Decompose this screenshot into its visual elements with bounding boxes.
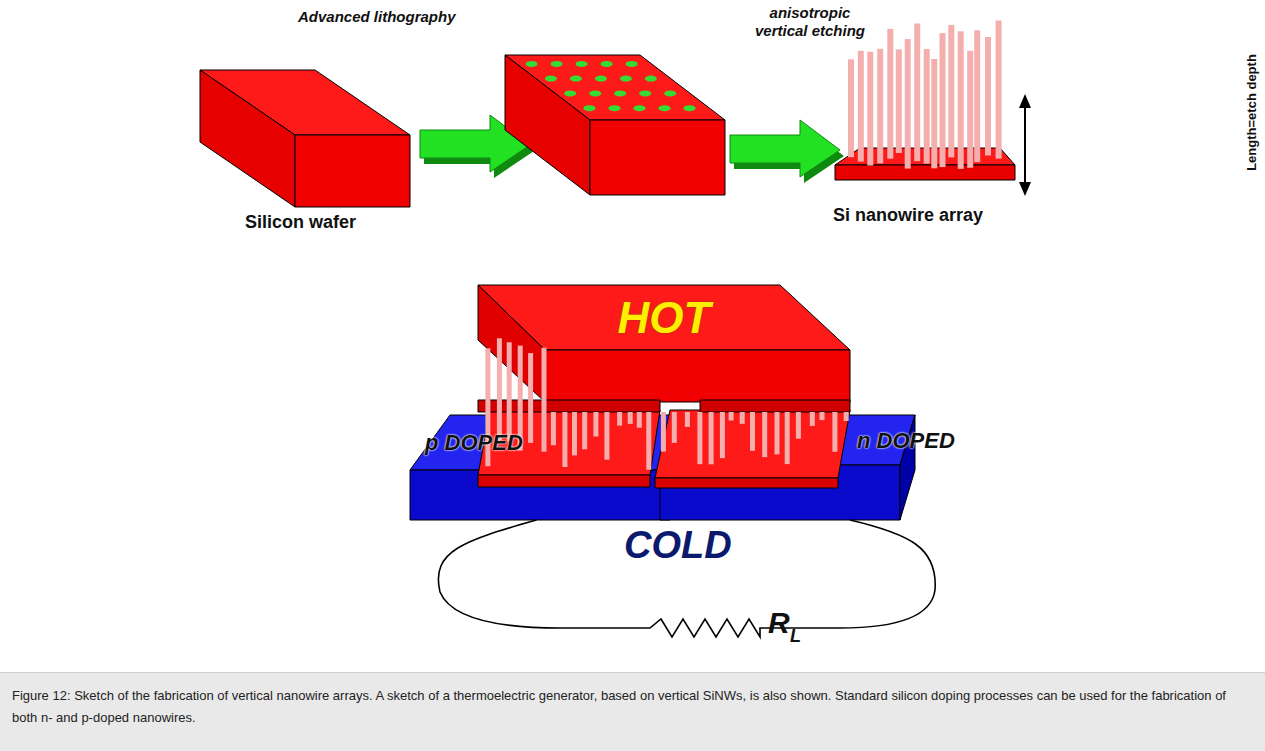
- nanowire: [572, 412, 577, 455]
- nanowire: [709, 412, 714, 464]
- nanowire: [940, 33, 946, 167]
- nanowire: [848, 59, 854, 157]
- nanowires: [485, 338, 848, 470]
- nanowire: [720, 412, 725, 458]
- lithography-dot: [639, 90, 651, 96]
- text-label: Advanced lithography: [298, 8, 456, 25]
- nanowire: [542, 348, 547, 452]
- lithography-dot: [614, 90, 626, 96]
- text-label: anisotropic vertical etching: [745, 4, 875, 40]
- nanowires: [848, 21, 1002, 169]
- text-label: L: [790, 626, 801, 647]
- lithography-dot: [620, 76, 632, 82]
- lithography-dot: [634, 105, 646, 111]
- nanowire: [775, 412, 780, 454]
- nanowire: [604, 412, 609, 460]
- nanowire: [750, 412, 755, 451]
- nanowire: [785, 412, 790, 464]
- caption-text: Figure 12: Sketch of the fabrication of …: [12, 685, 1253, 729]
- nanowire: [905, 39, 911, 169]
- nanowire: [796, 412, 801, 439]
- nanowire: [729, 412, 734, 421]
- lithography-dot: [684, 105, 696, 111]
- lithography-dot: [645, 76, 657, 82]
- nanowire: [582, 412, 587, 449]
- silicon-wafer: [200, 70, 410, 207]
- nanowire: [931, 59, 937, 168]
- lithography-dot: [664, 90, 676, 96]
- lithography-dot: [609, 105, 621, 111]
- hot-plate-box: HOT: [478, 285, 850, 412]
- lithography-dot: [601, 61, 613, 67]
- nanowire: [551, 412, 556, 445]
- lithography-dot: [570, 76, 582, 82]
- nanowire: [528, 353, 533, 443]
- text-label: R: [768, 606, 790, 640]
- length-arrow: [1019, 94, 1031, 196]
- text-label: Si nanowire array: [833, 205, 983, 226]
- lithography-dot: [584, 105, 596, 111]
- nanowire: [685, 412, 690, 427]
- nanowire: [914, 24, 920, 162]
- nanowire: [967, 51, 973, 168]
- nanowire-base: [478, 410, 850, 488]
- lithography-dot: [595, 76, 607, 82]
- n-doped-box: n DOPED: [645, 415, 975, 520]
- nanowire: [740, 412, 745, 424]
- node-label: HOT: [618, 293, 711, 343]
- nanowire: [877, 49, 883, 164]
- text-label: Silicon wafer: [245, 212, 356, 233]
- nanowire: [867, 52, 873, 166]
- node-label: n DOPED: [857, 428, 955, 454]
- nanowire: [948, 25, 954, 158]
- lithography-dot: [626, 61, 638, 67]
- lithography-dot: [545, 76, 557, 82]
- nanowire: [646, 412, 651, 470]
- dimension-label: Length=etch depth: [1243, 54, 1258, 171]
- lithography-dot: [564, 90, 576, 96]
- nanowire: [628, 412, 633, 424]
- lithography-dot: [589, 90, 601, 96]
- nanowire: [996, 21, 1002, 159]
- nanowire: [974, 30, 980, 162]
- node-label: p DOPED: [425, 430, 523, 456]
- nanowire: [844, 412, 849, 421]
- nanowire: [858, 51, 864, 162]
- nanowire: [661, 412, 666, 452]
- nanowire: [896, 49, 902, 153]
- hot-plate: [478, 285, 850, 412]
- nanowire: [697, 412, 702, 464]
- caption-band: Figure 12: Sketch of the fabrication of …: [0, 672, 1265, 751]
- lithography-dot: [576, 61, 588, 67]
- text-label: COLD: [624, 524, 732, 567]
- nanowire: [985, 37, 991, 156]
- process-arrow: [730, 120, 844, 183]
- wire-loop: [438, 520, 935, 637]
- nanowire: [887, 29, 893, 159]
- p-doped-box: p DOPED: [410, 415, 640, 520]
- lithography-dot: [551, 61, 563, 67]
- nanowire: [810, 412, 815, 426]
- nanowire: [593, 412, 598, 437]
- nanowire: [507, 342, 512, 441]
- patterned-wafer: [505, 55, 725, 195]
- nanowire: [672, 412, 677, 443]
- nanowire: [617, 412, 622, 426]
- lithography-dot: [526, 61, 538, 67]
- nanowire: [562, 412, 567, 467]
- lithography-dot: [659, 105, 671, 111]
- nanowire: [762, 412, 767, 457]
- nanowire: [820, 412, 825, 420]
- lithography-dots: [526, 61, 696, 111]
- nanowire: [637, 412, 642, 428]
- nanowire: [832, 412, 837, 452]
- nanowire: [924, 49, 930, 164]
- nanowire: [958, 31, 964, 169]
- nanowire: [497, 338, 502, 440]
